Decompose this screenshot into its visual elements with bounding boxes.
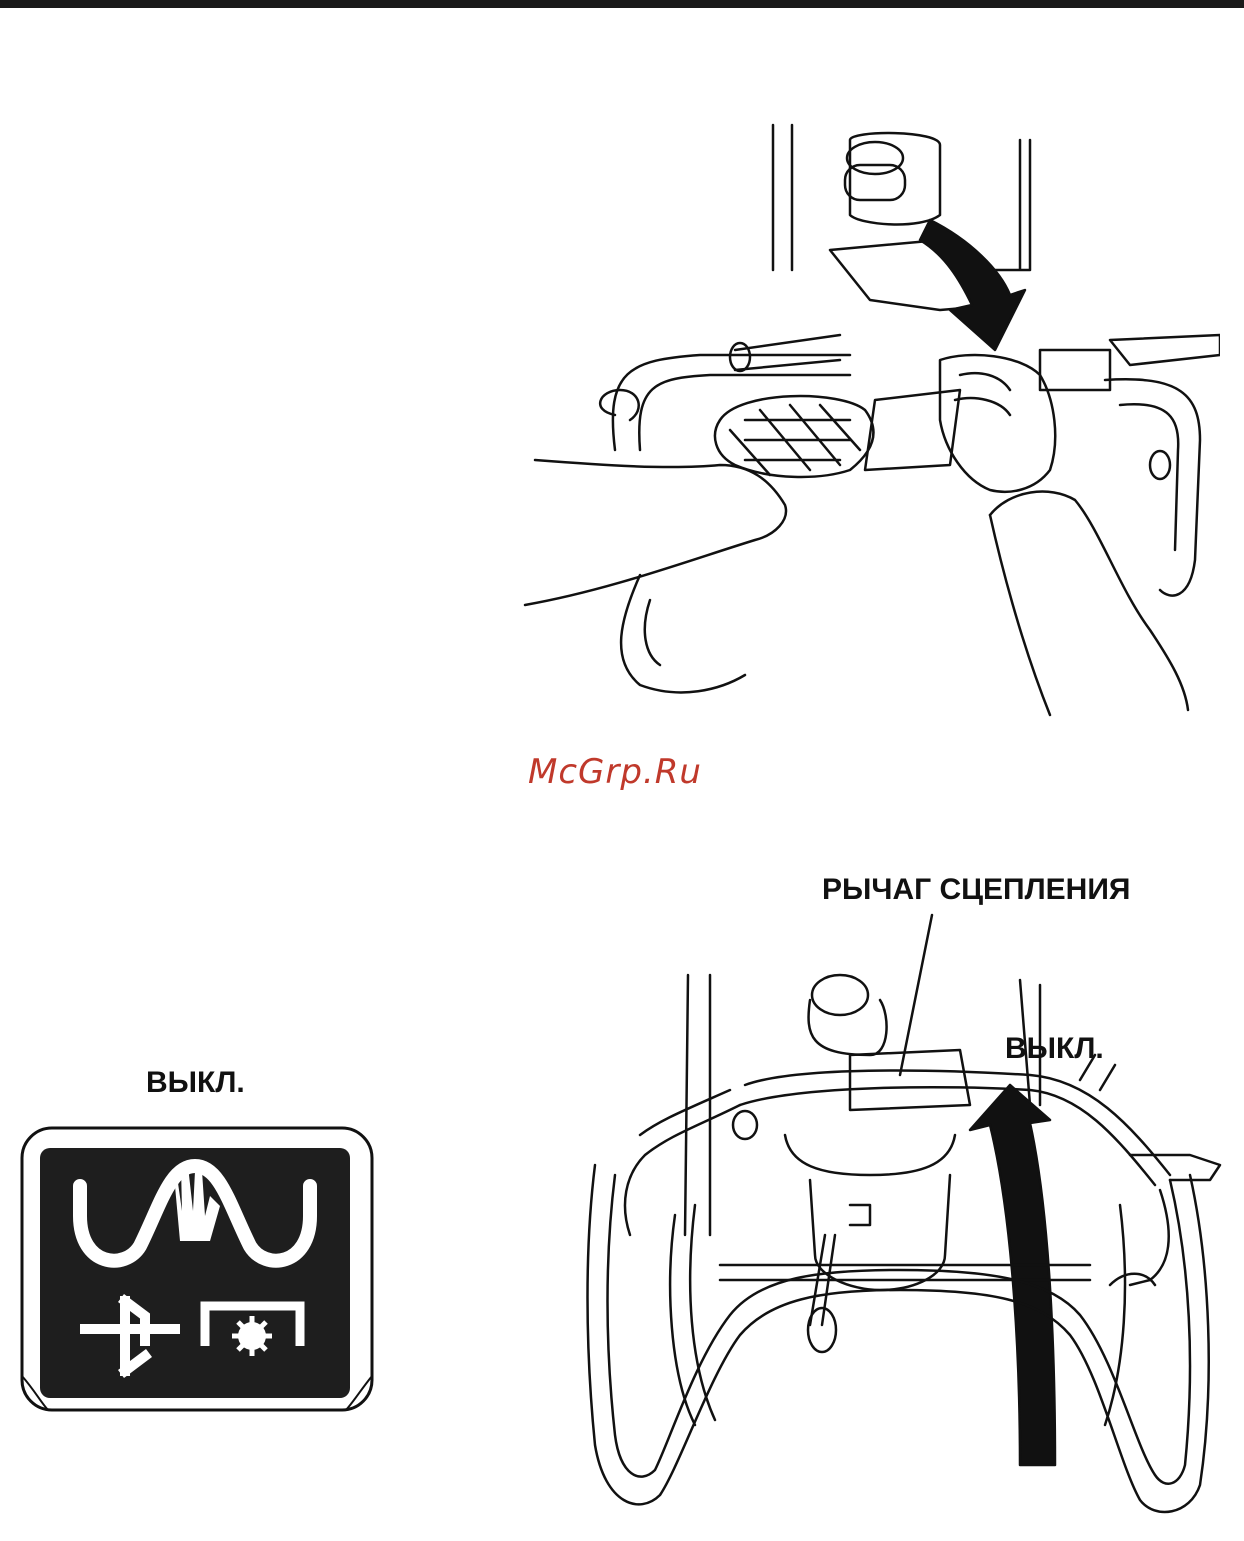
top-rule [0,0,1244,8]
clutch-decal [20,1126,374,1412]
clutch-lever-label: РЫЧАГ СЦЕПЛЕНИЯ [822,873,1130,907]
off-label-decal: ВЫКЛ. [146,1066,245,1100]
bottom-illustration [570,905,1230,1535]
top-illustration [520,120,1220,720]
watermark: McGrp.Ru [528,752,748,792]
